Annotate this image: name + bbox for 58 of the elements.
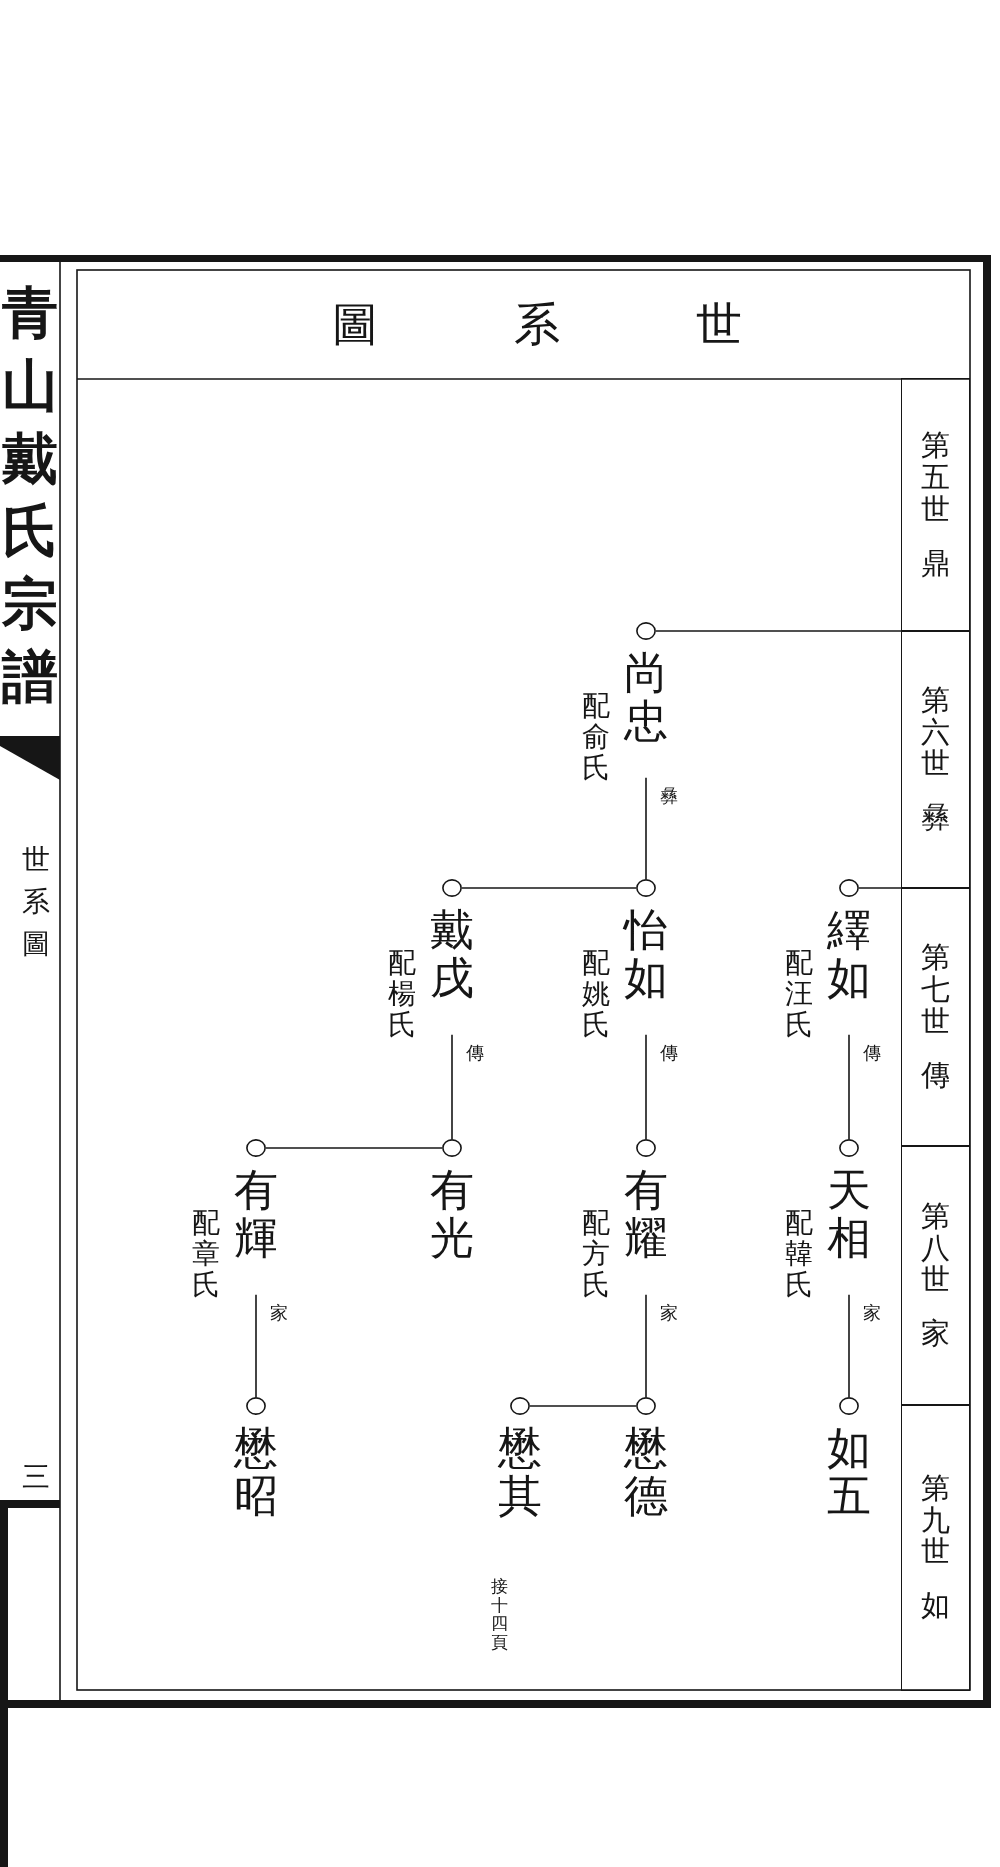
- generation-character: 家: [921, 1318, 950, 1351]
- lineage-line: [848, 1294, 850, 1398]
- page-title: 圖系世: [332, 296, 742, 352]
- edge-label: 彝: [660, 785, 678, 806]
- edge-label: 傳: [863, 1042, 881, 1063]
- lineage-line: [265, 1147, 443, 1149]
- person-name: 懋其: [498, 1424, 542, 1521]
- generation-number: 第七世: [921, 942, 950, 1038]
- generation-number: 第九世: [921, 1472, 950, 1569]
- person-name: 懋昭: [234, 1424, 278, 1521]
- lineage-line: [655, 630, 902, 632]
- generation-cell: [901, 1145, 970, 1406]
- spouse-name: 配汪氏: [785, 948, 813, 1041]
- edge-label: 傳: [466, 1042, 484, 1063]
- section-title: 世系圖: [22, 842, 50, 962]
- book-title: 青山戴氏宗譜: [2, 278, 58, 711]
- edge-label: 家: [863, 1302, 881, 1323]
- generation-character: 傳: [921, 1059, 950, 1092]
- person-name: 怡如: [624, 906, 668, 1003]
- generation-number: 第八世: [921, 1200, 950, 1297]
- generation-number: 第五世: [921, 430, 950, 526]
- spouse-name: 配韓氏: [785, 1208, 813, 1301]
- generation-cell: [901, 378, 970, 632]
- lineage-line: [529, 1405, 637, 1407]
- generation-character: 彝: [921, 802, 950, 835]
- lineage-line: [255, 1294, 257, 1398]
- continuation-note: 接十四頁: [491, 1577, 508, 1652]
- person-name: 尚忠: [624, 649, 668, 746]
- lineage-line: [848, 1034, 850, 1140]
- generation-cell: [901, 887, 970, 1147]
- spouse-name: 配姚氏: [582, 948, 610, 1041]
- lineage-line: [645, 777, 647, 880]
- spouse-name: 配俞氏: [582, 691, 610, 784]
- lineage-line: [645, 1294, 647, 1398]
- generation-character: 鼎: [921, 547, 950, 580]
- person-name: 戴戌: [430, 906, 474, 1003]
- generation-cell: [901, 1404, 970, 1691]
- person-name: 繹如: [827, 906, 871, 1003]
- edge-label: 家: [270, 1302, 288, 1323]
- edge-label: 傳: [660, 1042, 678, 1063]
- spouse-name: 配章氏: [192, 1208, 220, 1301]
- edge-label: 家: [660, 1302, 678, 1323]
- lineage-line: [461, 887, 637, 889]
- lineage-line: [645, 1034, 647, 1140]
- person-name: 有耀: [624, 1166, 668, 1263]
- person-name: 天相: [827, 1166, 871, 1263]
- generation-cell: [901, 630, 970, 889]
- generation-character: 如: [921, 1590, 950, 1623]
- lineage-line: [451, 1034, 453, 1140]
- person-name: 如五: [827, 1424, 871, 1521]
- person-name: 懋德: [624, 1424, 668, 1521]
- page-number: 三: [22, 1462, 50, 1493]
- lineage-line: [858, 887, 902, 889]
- person-name: 有光: [430, 1166, 474, 1263]
- spouse-name: 配楊氏: [388, 948, 416, 1041]
- person-name: 有輝: [234, 1166, 278, 1263]
- generation-number: 第六世: [921, 684, 950, 781]
- spouse-name: 配方氏: [582, 1208, 610, 1301]
